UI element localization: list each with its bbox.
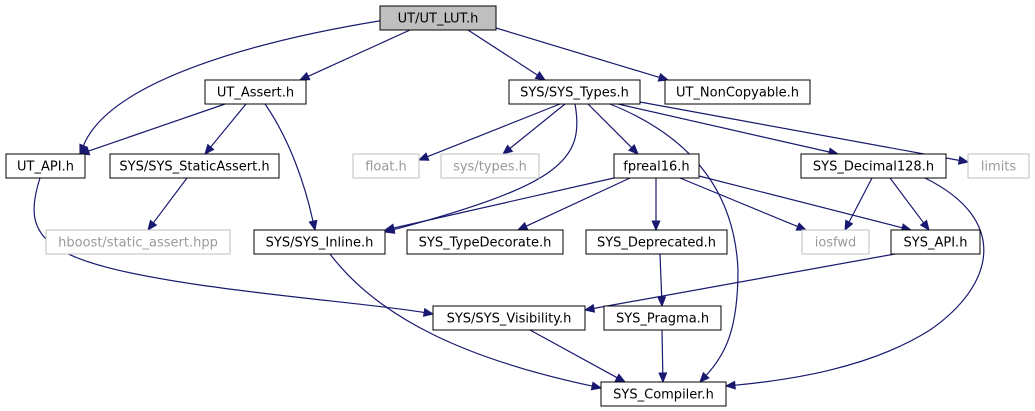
node-box: [45, 229, 231, 255]
node-label: SYS_Deprecated.h: [597, 236, 716, 251]
edge-ut-assert-to-ut-api: [78, 103, 226, 156]
node-box: [379, 5, 497, 31]
edge-sys-pragma-to-sys-compiler: [658, 329, 668, 384]
node-sys-compiler[interactable]: SYS_Compiler.h: [600, 381, 727, 407]
node-label: SYS_API.h: [904, 236, 968, 251]
node-label: float.h: [365, 160, 407, 175]
edges-layer: [33, 19, 985, 391]
edge-sys-staticassert-to-hboost: [147, 177, 188, 232]
edge-sys-decimal128-to-sys-compiler: [724, 177, 985, 390]
node-box: [890, 229, 981, 255]
edge-sys-inline-to-sys-compiler: [329, 253, 603, 391]
edge-ut-lut-to-ut-noncopyable: [495, 27, 670, 82]
node-sys-decimal128[interactable]: SYS_Decimal128.h: [800, 153, 947, 179]
node-box: [406, 229, 564, 255]
node-sys-types[interactable]: SYS/SYS_Types.h: [508, 79, 641, 105]
edge-fpreal16-to-sys-typedecorate: [516, 177, 631, 231]
node-hboost: hboost/static_assert.hpp: [45, 229, 231, 255]
node-box: [253, 229, 386, 255]
node-ut-api[interactable]: UT_API.h: [5, 153, 86, 179]
node-label: SYS/SYS_Inline.h: [266, 236, 374, 251]
edge-sys-types-to-fpreal16: [587, 103, 639, 155]
edge-sys-decimal128-to-sys-api: [889, 177, 930, 232]
node-box: [109, 153, 280, 179]
node-ut-lut[interactable]: UT/UT_LUT.h: [379, 5, 497, 31]
edge-ut-lut-to-ut-assert: [298, 29, 411, 81]
node-label: SYS/SYS_StaticAssert.h: [119, 160, 269, 175]
node-box: [600, 381, 727, 407]
node-label: SYS/SYS_Types.h: [520, 86, 629, 101]
node-sys-visibility[interactable]: SYS/SYS_Visibility.h: [432, 305, 586, 331]
node-sys-deprecated[interactable]: SYS_Deprecated.h: [585, 229, 728, 255]
node-float-h: float.h: [352, 153, 420, 179]
node-box: [603, 305, 722, 331]
node-label: hboost/static_assert.hpp: [58, 236, 218, 251]
edge-sys-types-to-sys-decimal128: [617, 103, 840, 157]
node-box: [508, 79, 641, 105]
node-sys-staticassert[interactable]: SYS/SYS_StaticAssert.h: [109, 153, 280, 179]
node-box: [613, 153, 700, 179]
node-label: SYS_TypeDecorate.h: [419, 236, 552, 251]
node-label: SYS_Compiler.h: [613, 388, 714, 403]
edge-sys-types-to-limits: [639, 101, 970, 165]
edge-ut-assert-to-sys-inline: [264, 103, 318, 232]
node-box: [585, 229, 728, 255]
edge-sys-decimal128-to-iosfwd: [844, 177, 873, 232]
edge-sys-types-to-float-h: [417, 103, 561, 161]
edge-ut-api-to-sys-visibility: [33, 177, 435, 317]
edge-fpreal16-to-iosfwd: [679, 177, 808, 231]
node-box: [5, 153, 86, 179]
node-box: [664, 79, 811, 105]
node-iosfwd: iosfwd: [801, 229, 870, 255]
node-label: iosfwd: [815, 236, 857, 251]
node-sys-inline[interactable]: SYS/SYS_Inline.h: [253, 229, 386, 255]
node-box: [800, 153, 947, 179]
edge-sys-api-to-sys-visibility: [583, 253, 896, 313]
node-label: SYS_Decimal128.h: [813, 160, 934, 175]
node-ut-assert[interactable]: UT_Assert.h: [204, 79, 307, 105]
node-limits: limits: [967, 153, 1030, 179]
node-box: [801, 229, 870, 255]
edge-ut-lut-to-sys-types: [467, 29, 547, 81]
node-sys-types-h: sys/types.h: [440, 153, 540, 179]
edge-sys-deprecated-to-sys-pragma: [657, 253, 667, 308]
node-box: [204, 79, 307, 105]
node-label: fpreal16.h: [623, 160, 689, 175]
edge-sys-types-to-sys-compiler: [609, 103, 739, 383]
node-box: [967, 153, 1030, 179]
edge-sys-types-to-sys-types-h: [502, 103, 566, 155]
node-label: sys/types.h: [453, 160, 527, 175]
node-box: [352, 153, 420, 179]
node-label: limits: [981, 160, 1017, 175]
node-label: UT_API.h: [17, 160, 74, 175]
node-sys-typedecorate[interactable]: SYS_TypeDecorate.h: [406, 229, 564, 255]
edge-fpreal16-to-sys-deprecated: [651, 178, 661, 232]
node-sys-pragma[interactable]: SYS_Pragma.h: [603, 305, 722, 331]
node-label: SYS_Pragma.h: [616, 312, 709, 327]
node-label: SYS/SYS_Visibility.h: [447, 312, 572, 327]
edge-ut-assert-to-sys-staticassert: [204, 103, 247, 155]
node-label: UT_Assert.h: [217, 86, 294, 101]
node-box: [432, 305, 586, 331]
node-label: UT/UT_LUT.h: [398, 12, 479, 27]
node-sys-api[interactable]: SYS_API.h: [890, 229, 981, 255]
node-label: UT_NonCopyable.h: [676, 86, 799, 101]
edge-fpreal16-to-sys-inline: [383, 177, 615, 233]
node-fpreal16[interactable]: fpreal16.h: [613, 153, 700, 179]
node-box: [440, 153, 540, 179]
node-ut-noncopyable[interactable]: UT_NonCopyable.h: [664, 79, 811, 105]
